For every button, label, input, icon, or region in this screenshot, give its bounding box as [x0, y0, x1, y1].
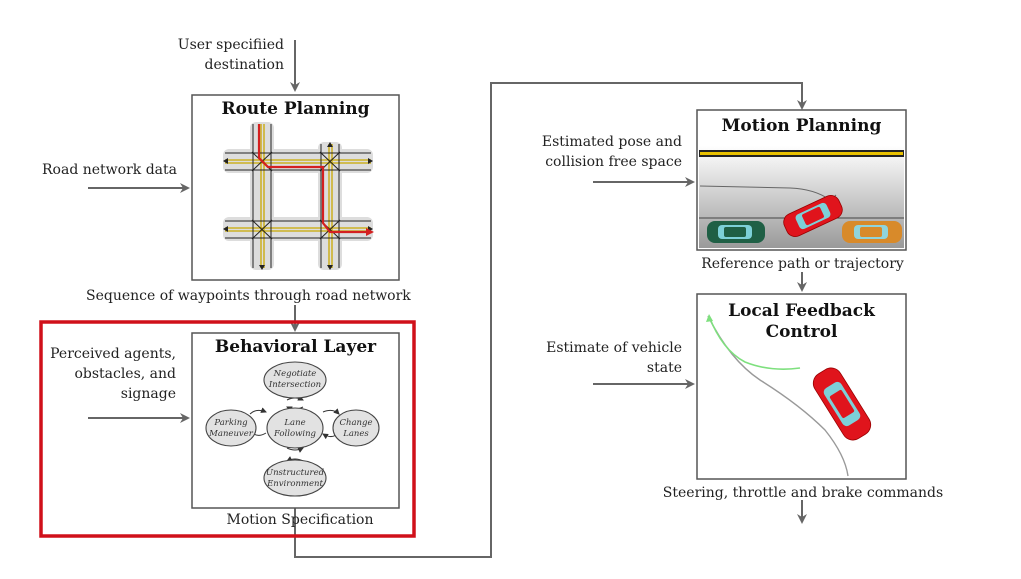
lane-line2: Following	[273, 429, 317, 439]
parking-line2: Maneuver	[208, 429, 254, 439]
pose-line1: Estimated pose and	[541, 134, 682, 150]
negotiate-line2: Intersection	[268, 380, 321, 390]
change-line2: Lanes	[342, 429, 369, 439]
local-feedback-line1: Local Feedback	[728, 301, 875, 321]
tracked-path-green	[708, 315, 801, 370]
unstructured-line2: Environment	[266, 479, 323, 489]
pose-label: Estimated pose and collision free space	[520, 132, 682, 172]
perceived-line2: obstacles, and	[74, 366, 176, 382]
red-car-icon	[783, 195, 843, 237]
parking-line1: Parking	[213, 418, 248, 428]
local-feedback-line2: Control	[765, 322, 838, 342]
local-feedback-title: Local Feedback Control	[697, 301, 906, 343]
perceived-label: Perceived agents, obstacles, and signage	[48, 344, 176, 404]
perceived-line1: Perceived agents,	[50, 346, 176, 362]
state-change-lanes	[332, 409, 380, 447]
orange-car-icon	[842, 221, 902, 243]
state-lane-following	[266, 407, 324, 449]
reference-path-label: Reference path or trajectory	[701, 256, 904, 272]
motion-planning-title: Motion Planning	[721, 116, 882, 136]
behavioral-highlight-frame	[39, 320, 416, 538]
green-car-icon	[707, 221, 765, 243]
vehicle-state-line1: Estimate of vehicle	[546, 340, 682, 356]
perceived-line3: signage	[120, 386, 176, 402]
motion-spec-label: Motion Specification	[226, 512, 374, 528]
vehicle-state-label: Estimate of vehicle state	[520, 338, 682, 378]
negotiate-line1: Negotiate	[273, 369, 317, 379]
route-planning-title: Route Planning	[221, 99, 370, 119]
destination-label: User specifiied destination	[150, 35, 284, 75]
arrow-behavior-to-motion	[294, 82, 807, 558]
route-planning-box	[191, 94, 400, 281]
flow-arrows	[88, 40, 807, 558]
pose-line2: collision free space	[545, 154, 682, 170]
local-feedback-box	[696, 293, 907, 480]
vehicle-state-line2: state	[646, 360, 682, 376]
waypoints-label: Sequence of waypoints through road netwo…	[86, 288, 411, 304]
behavioral-layer-title: Behavioral Layer	[214, 337, 377, 357]
motion-planning-scene	[699, 146, 904, 248]
lane-line1: Lane	[283, 418, 305, 428]
ego-car-icon	[812, 367, 872, 441]
state-unstructured-environment	[263, 459, 327, 497]
state-negotiate-intersection	[263, 361, 327, 399]
commands-label: Steering, throttle and brake commands	[662, 485, 944, 501]
destination-line2: destination	[204, 57, 284, 73]
change-line1: Change	[340, 418, 373, 428]
road-network-graphic	[223, 122, 374, 270]
planned-route	[257, 124, 374, 236]
feedback-control-scene	[706, 314, 872, 477]
state-parking-maneuver	[205, 409, 257, 447]
road-network-label: Road network data	[42, 162, 177, 178]
unstructured-line1: Unstructured	[266, 468, 325, 478]
destination-line1: User specifiied	[177, 37, 284, 53]
